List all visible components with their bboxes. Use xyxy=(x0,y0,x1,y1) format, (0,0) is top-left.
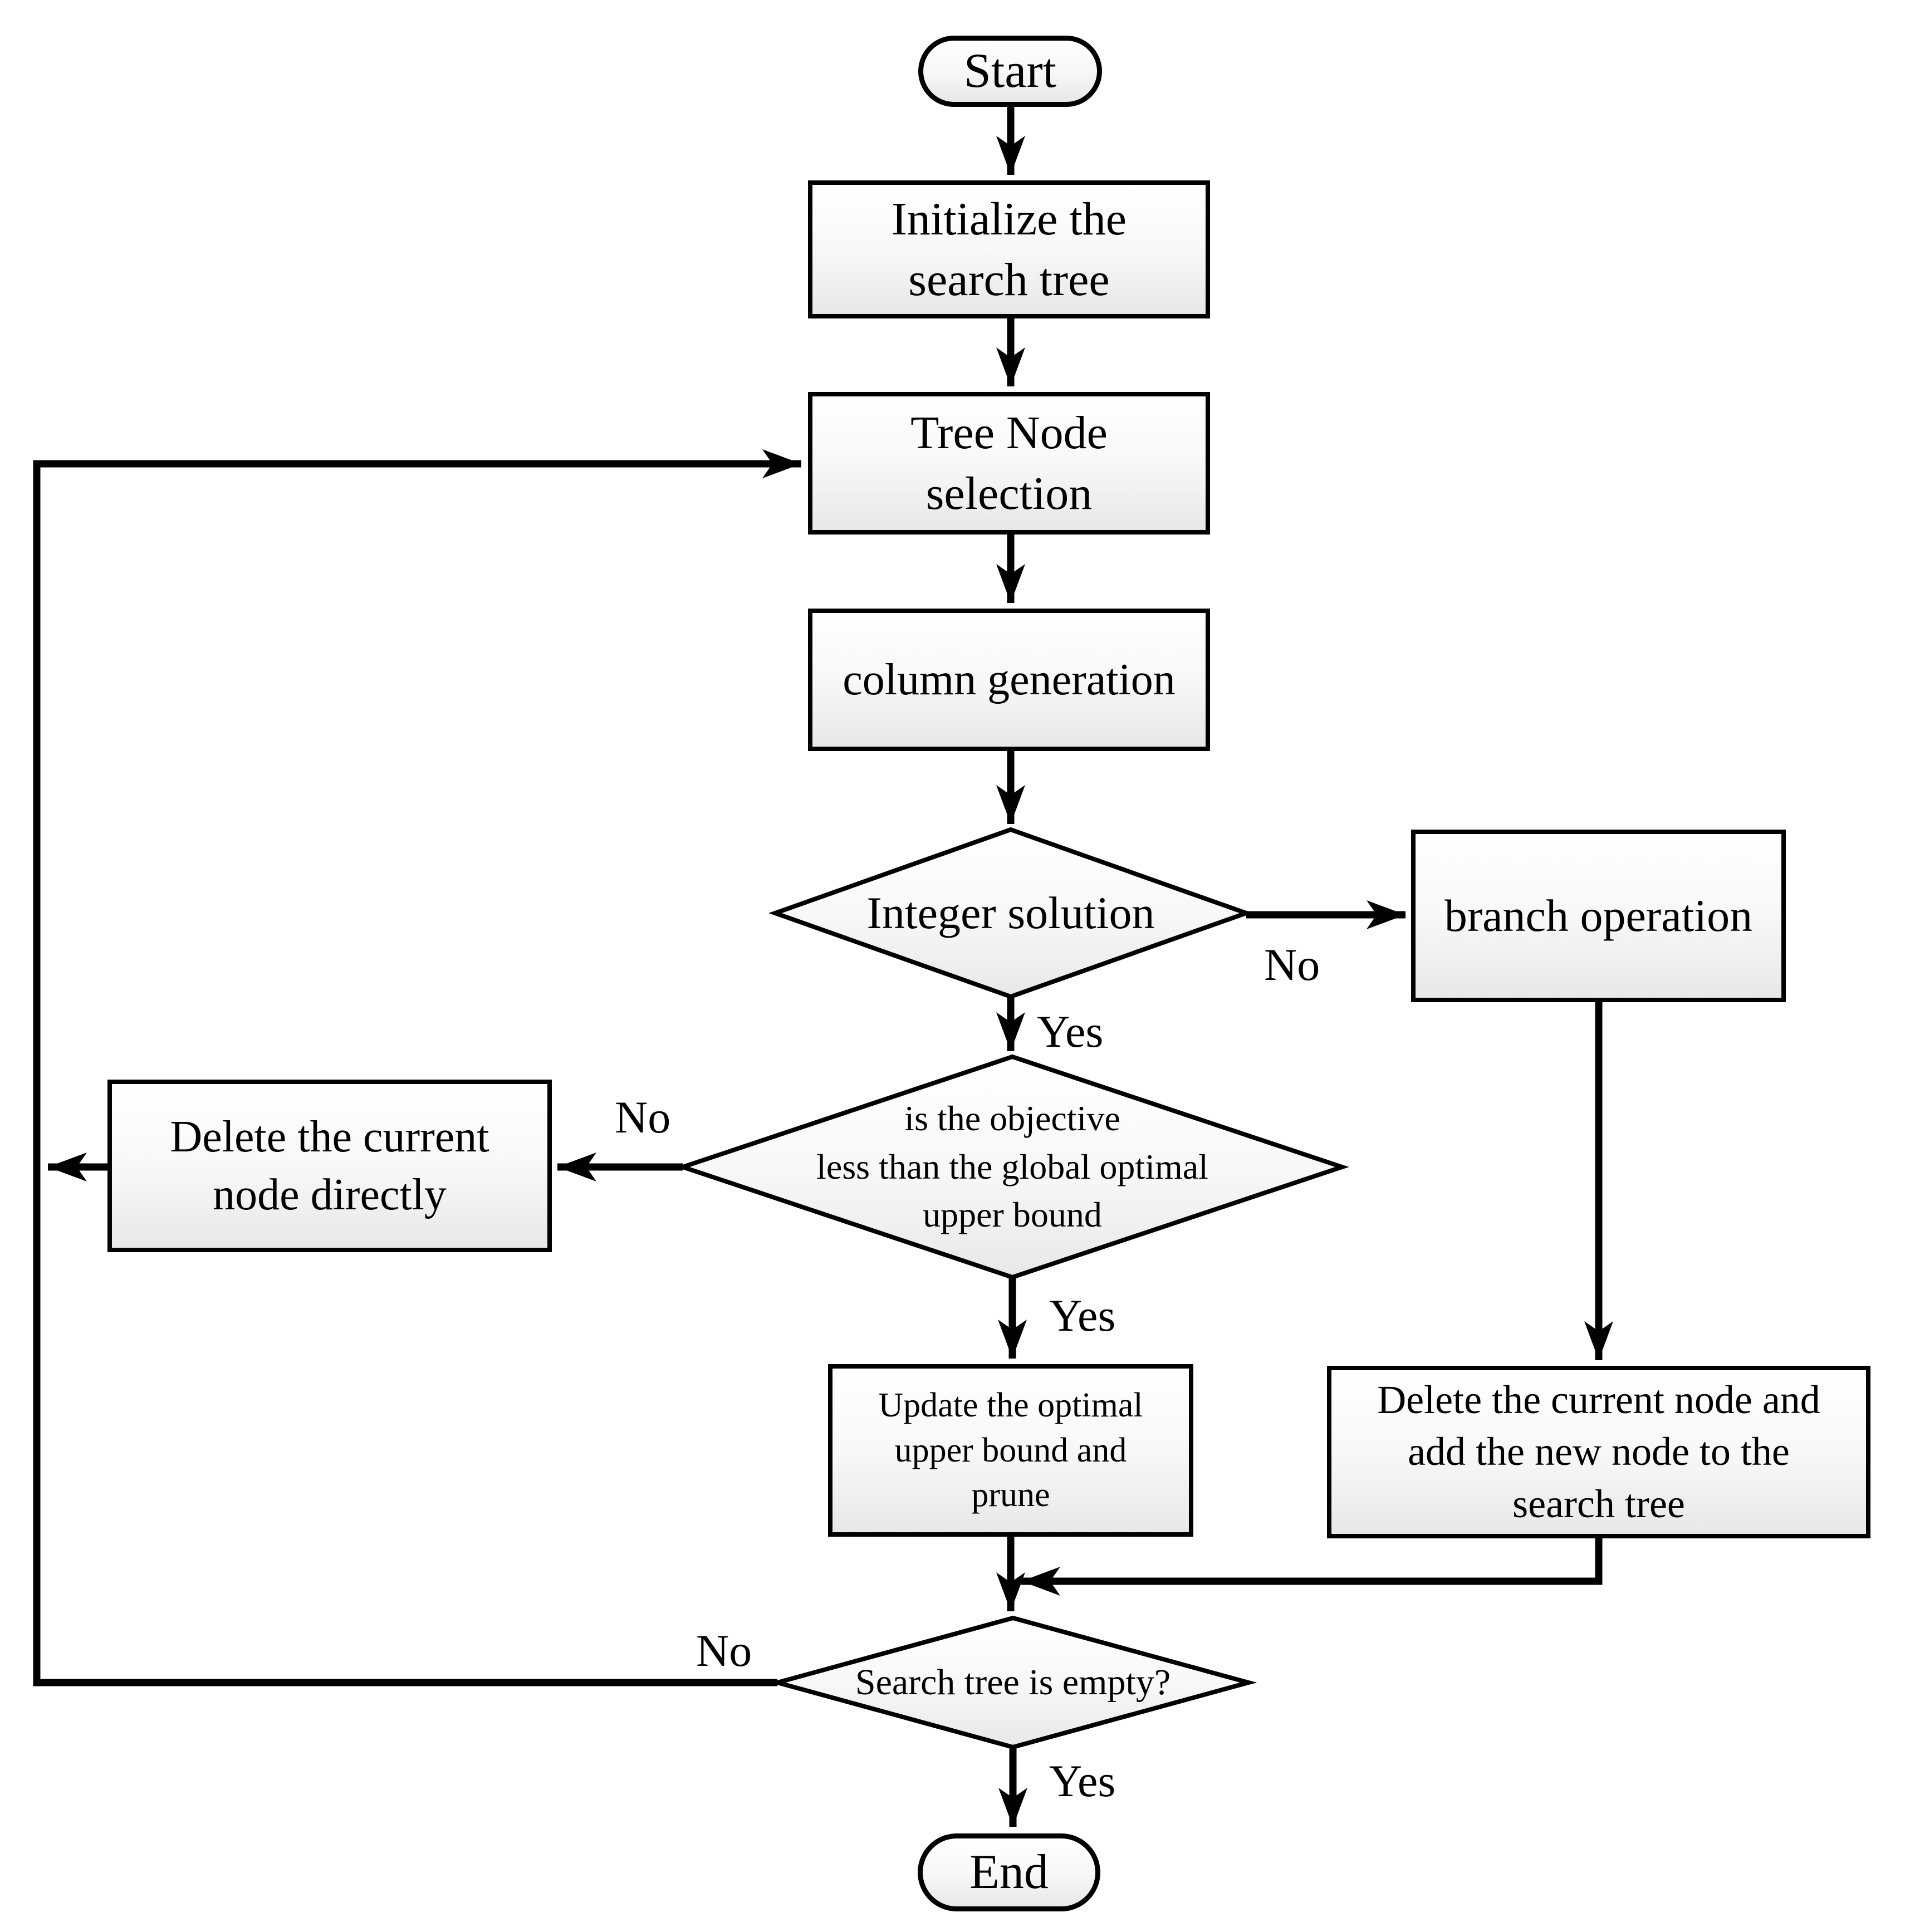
decision-shapes-layer xyxy=(675,827,1349,1750)
node-initialize-search-tree: Initialize the search tree xyxy=(808,180,1210,318)
edge-label-objective-yes: Yes xyxy=(1049,1290,1116,1341)
edge-search-empty-no-loop-back xyxy=(33,449,801,1686)
decision-objective-less-than-upper-bound xyxy=(675,1054,1349,1280)
edge-label-integer-no: No xyxy=(1264,939,1320,990)
edge-label-search-empty-yes: Yes xyxy=(1049,1756,1116,1806)
node-start: Start xyxy=(918,36,1102,107)
decision-integer-solution xyxy=(768,827,1253,999)
node-delete-current-node-directly: Delete the current node directly xyxy=(107,1080,552,1252)
node-delete-current-add-new-node: Delete the current node and add the new … xyxy=(1327,1366,1870,1538)
decision-search-tree-empty xyxy=(768,1615,1257,1750)
node-branch-operation: branch operation xyxy=(1411,830,1786,1002)
edge-label-integer-yes: Yes xyxy=(1037,1006,1104,1057)
node-tree-node-selection: Tree Node selection xyxy=(808,392,1210,535)
node-update-upper-bound-prune: Update the optimal upper bound and prune xyxy=(828,1364,1193,1537)
decision-search-tree-empty-label: Search tree is empty? xyxy=(855,1662,1171,1703)
edge-label-objective-no: No xyxy=(615,1092,671,1142)
decision-integer-solution-label: Integer solution xyxy=(866,887,1155,938)
edge-label-search-empty-no: No xyxy=(696,1625,752,1676)
node-column-generation: column generation xyxy=(808,609,1210,751)
edges-layer xyxy=(33,107,1613,1827)
edge-delete-add-to-junction xyxy=(1021,1538,1603,1596)
decision-objective-check-label: is the objective less than the global op… xyxy=(816,1099,1208,1235)
node-end: End xyxy=(918,1833,1100,1911)
